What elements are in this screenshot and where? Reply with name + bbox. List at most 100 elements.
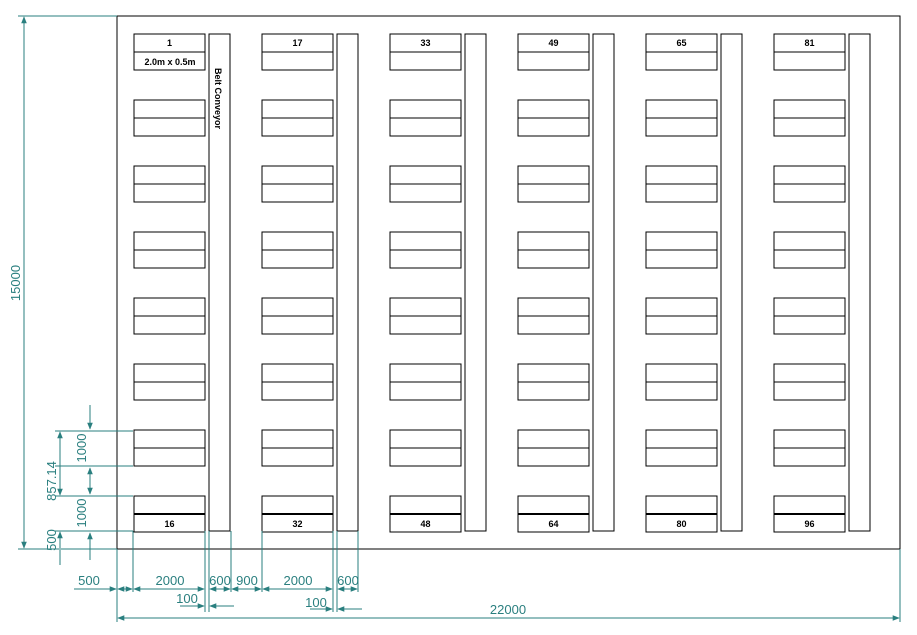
belt-conveyor — [336, 33, 359, 532]
workstation-bottom — [133, 381, 206, 401]
workstation-top — [261, 231, 334, 251]
workstation-top — [133, 495, 206, 515]
workstation-top — [645, 429, 718, 449]
workstation-top — [133, 231, 206, 251]
workstation-number-top: 1 — [167, 38, 172, 48]
workstation-bottom — [773, 315, 846, 335]
workstation-top — [773, 297, 846, 317]
workstation-top — [773, 429, 846, 449]
workstation-bottom — [261, 381, 334, 401]
workstation-top — [389, 165, 462, 185]
workstation-top — [517, 297, 590, 317]
workstation-top — [645, 363, 718, 383]
workstation-top — [261, 363, 334, 383]
workstation-bottom — [261, 51, 334, 71]
workstation-number-top: 33 — [420, 38, 430, 48]
workstation-top — [773, 99, 846, 119]
workstation-number-top: 49 — [548, 38, 558, 48]
workstation-bottom — [517, 117, 590, 137]
workstation-number-top: 65 — [676, 38, 686, 48]
workstation-bottom — [133, 249, 206, 269]
workstation-bottom — [389, 117, 462, 137]
workstation-bottom — [773, 183, 846, 203]
dim-row-height-top-label: 1000 — [74, 434, 89, 463]
workstation-top — [133, 363, 206, 383]
workstation-bottom — [517, 315, 590, 335]
workstation-top — [389, 363, 462, 383]
workstation-top — [645, 231, 718, 251]
workstation-top — [261, 495, 334, 515]
workstation-bottom — [389, 51, 462, 71]
workstation-top — [773, 363, 846, 383]
belt-conveyor — [464, 33, 487, 532]
workstation-top — [389, 429, 462, 449]
dim-bottom-margin-label: 500 — [44, 529, 59, 551]
workstation-bottom — [773, 249, 846, 269]
workstation-top — [261, 99, 334, 119]
workstation-bottom — [389, 315, 462, 335]
workstation-top — [261, 429, 334, 449]
workstation-number-bottom: 96 — [804, 519, 814, 529]
workstation-bottom — [389, 447, 462, 467]
workstation-bottom — [261, 315, 334, 335]
dim-total-width-label: 22000 — [490, 602, 526, 617]
workstation-size-label: 2.0m x 0.5m — [144, 57, 195, 67]
workstation-top — [517, 165, 590, 185]
dim-desk2-label: 2000 — [284, 573, 313, 588]
dim-row-height-bottom-label: 1000 — [74, 499, 89, 528]
workstation-bottom — [645, 315, 718, 335]
workstation-top — [773, 165, 846, 185]
workstation-top — [133, 99, 206, 119]
workstation-bottom — [133, 183, 206, 203]
workstation-number-bottom: 64 — [548, 519, 558, 529]
workstation-top — [773, 231, 846, 251]
workstation-number-bottom: 80 — [676, 519, 686, 529]
workstation-top — [773, 495, 846, 515]
workstation-bottom — [389, 381, 462, 401]
workstation-top — [517, 363, 590, 383]
workstation-top — [389, 297, 462, 317]
workstation-bottom — [517, 249, 590, 269]
dim-gap2-label: 100 — [305, 595, 327, 610]
workstation-top — [517, 99, 590, 119]
dimension-lines — [18, 15, 901, 622]
belt-conveyor — [720, 33, 743, 532]
workstation-bottom — [133, 315, 206, 335]
workstation-bottom — [261, 183, 334, 203]
workstation-bottom — [645, 447, 718, 467]
dim-conveyor2-label: 600 — [337, 573, 359, 588]
workstation-bottom — [389, 183, 462, 203]
workstation-bottom — [517, 381, 590, 401]
workstation-top — [389, 231, 462, 251]
workstation-top — [517, 429, 590, 449]
workstation-bottom — [645, 183, 718, 203]
workstation-bottom — [773, 51, 846, 71]
conveyor-label: Belt Conveyor — [213, 68, 223, 130]
workstation-bottom — [261, 447, 334, 467]
workstation-bottom — [517, 447, 590, 467]
dim-conveyor-label: 600 — [209, 573, 231, 588]
workstation-bottom — [773, 117, 846, 137]
workstation-bottom — [261, 249, 334, 269]
belt-conveyor — [592, 33, 615, 532]
floor-outline — [116, 15, 901, 550]
belt-conveyor — [208, 33, 231, 532]
workstation-top — [261, 297, 334, 317]
workstation-bottom — [645, 117, 718, 137]
workstation-bottom — [517, 183, 590, 203]
workstation-number-bottom: 16 — [164, 519, 174, 529]
workstation-bottom — [645, 249, 718, 269]
workstation-number-bottom: 32 — [292, 519, 302, 529]
dim-row-pitch-label: 857.14 — [44, 461, 59, 501]
workstation-top — [645, 297, 718, 317]
dim-desk-label: 2000 — [156, 573, 185, 588]
workstation-top — [133, 429, 206, 449]
workstation-bottom — [133, 117, 206, 137]
workstation-bottom — [773, 381, 846, 401]
workstation-bottom — [645, 381, 718, 401]
workstation-bottom — [773, 447, 846, 467]
workstation-bottom — [133, 447, 206, 467]
dim-left-margin-label: 500 — [78, 573, 100, 588]
